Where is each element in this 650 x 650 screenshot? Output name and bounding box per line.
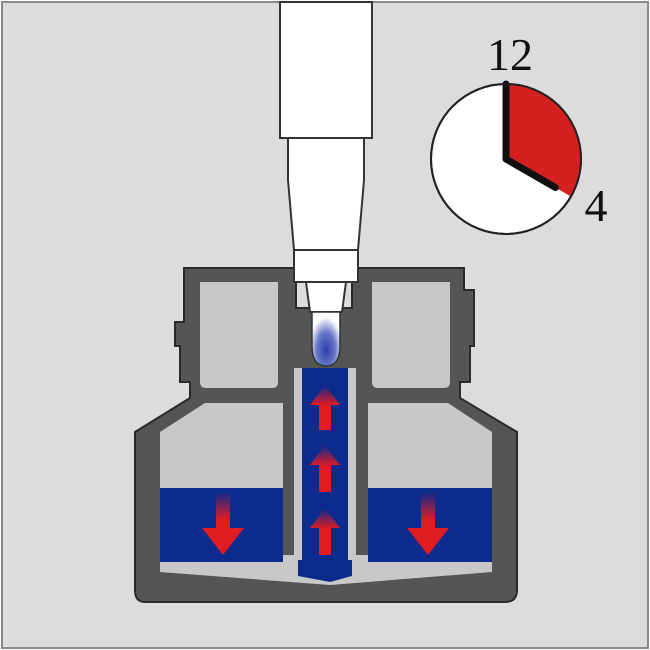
marker-neck — [304, 281, 348, 313]
left-chamber — [160, 403, 283, 488]
marker-pen-icon — [279, 1, 373, 367]
right-bottom-lip — [368, 562, 492, 568]
clock-label-start: 12 — [487, 29, 533, 80]
arrow-down-icon — [407, 492, 449, 555]
arrow-up-icon — [310, 385, 340, 430]
marker-grip — [287, 137, 365, 251]
left-bottom-lip — [160, 562, 283, 568]
arrow-down-icon — [202, 492, 244, 555]
clock-label-end: 4 — [585, 180, 608, 231]
arrow-up-icon — [310, 445, 340, 492]
clock-rim — [430, 83, 582, 235]
flow-arrows — [202, 385, 449, 555]
left-cap-housing — [200, 282, 278, 388]
marker-collar — [293, 249, 359, 283]
clock-hand-end — [502, 155, 559, 191]
clock-icon: 12 4 — [430, 29, 608, 235]
right-chamber — [368, 403, 492, 488]
arrow-up-icon — [310, 508, 340, 555]
right-cap-housing — [372, 282, 450, 388]
marker-tip — [311, 311, 341, 367]
marker-barrel — [279, 1, 373, 139]
